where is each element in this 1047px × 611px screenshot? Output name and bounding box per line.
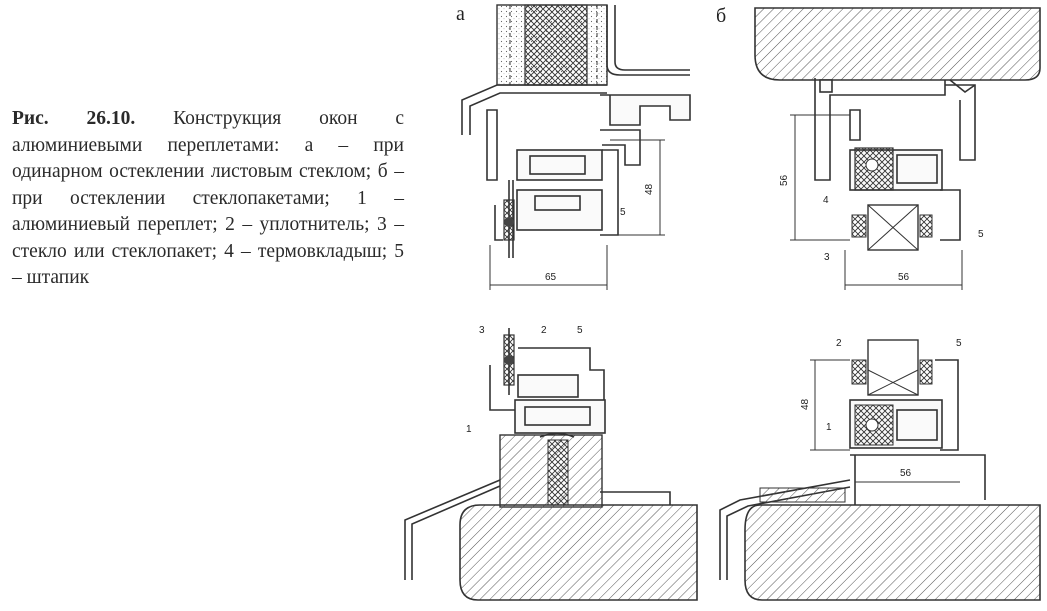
caption-text: Конструкция окон с алюминиевыми переплет… — [12, 108, 404, 288]
dim-b-bottom-width: 56 — [900, 468, 912, 479]
callout-a-bot-1: 1 — [466, 424, 472, 435]
callout-b-bot-5: 5 — [956, 338, 962, 349]
panel-a-top-section — [461, 4, 691, 290]
dim-a-top-height: 48 — [644, 183, 655, 195]
panel-b-bottom-section — [719, 339, 1041, 601]
dim-b-top-width: 56 — [898, 272, 910, 283]
dim-a-top-width: 65 — [545, 272, 557, 283]
callout-b-bot-1: 1 — [826, 422, 832, 433]
callout-b-top-4: 4 — [823, 195, 829, 206]
callout-b-top-5: 5 — [978, 229, 984, 240]
dim-b-top-height: 56 — [779, 174, 790, 186]
dim-b-bottom-height: 48 — [800, 398, 811, 410]
callout-a-bot-3: 3 — [479, 325, 485, 336]
callout-a-top-5: 5 — [620, 207, 626, 218]
panel-b-label: б — [716, 5, 726, 27]
figure-caption: Рис. 26.10. Конструкция окон с алюминиев… — [12, 106, 404, 292]
callout-b-top-3: 3 — [824, 252, 830, 263]
caption-title: Рис. 26.10. — [12, 108, 136, 129]
callout-b-bot-2: 2 — [836, 338, 842, 349]
callout-a-bot-2: 2 — [541, 325, 547, 336]
callout-a-bot-5: 5 — [577, 325, 583, 336]
panel-a-label: а — [456, 3, 465, 25]
panel-a-bottom-section — [404, 328, 698, 601]
panel-b-top-section — [754, 7, 1041, 290]
